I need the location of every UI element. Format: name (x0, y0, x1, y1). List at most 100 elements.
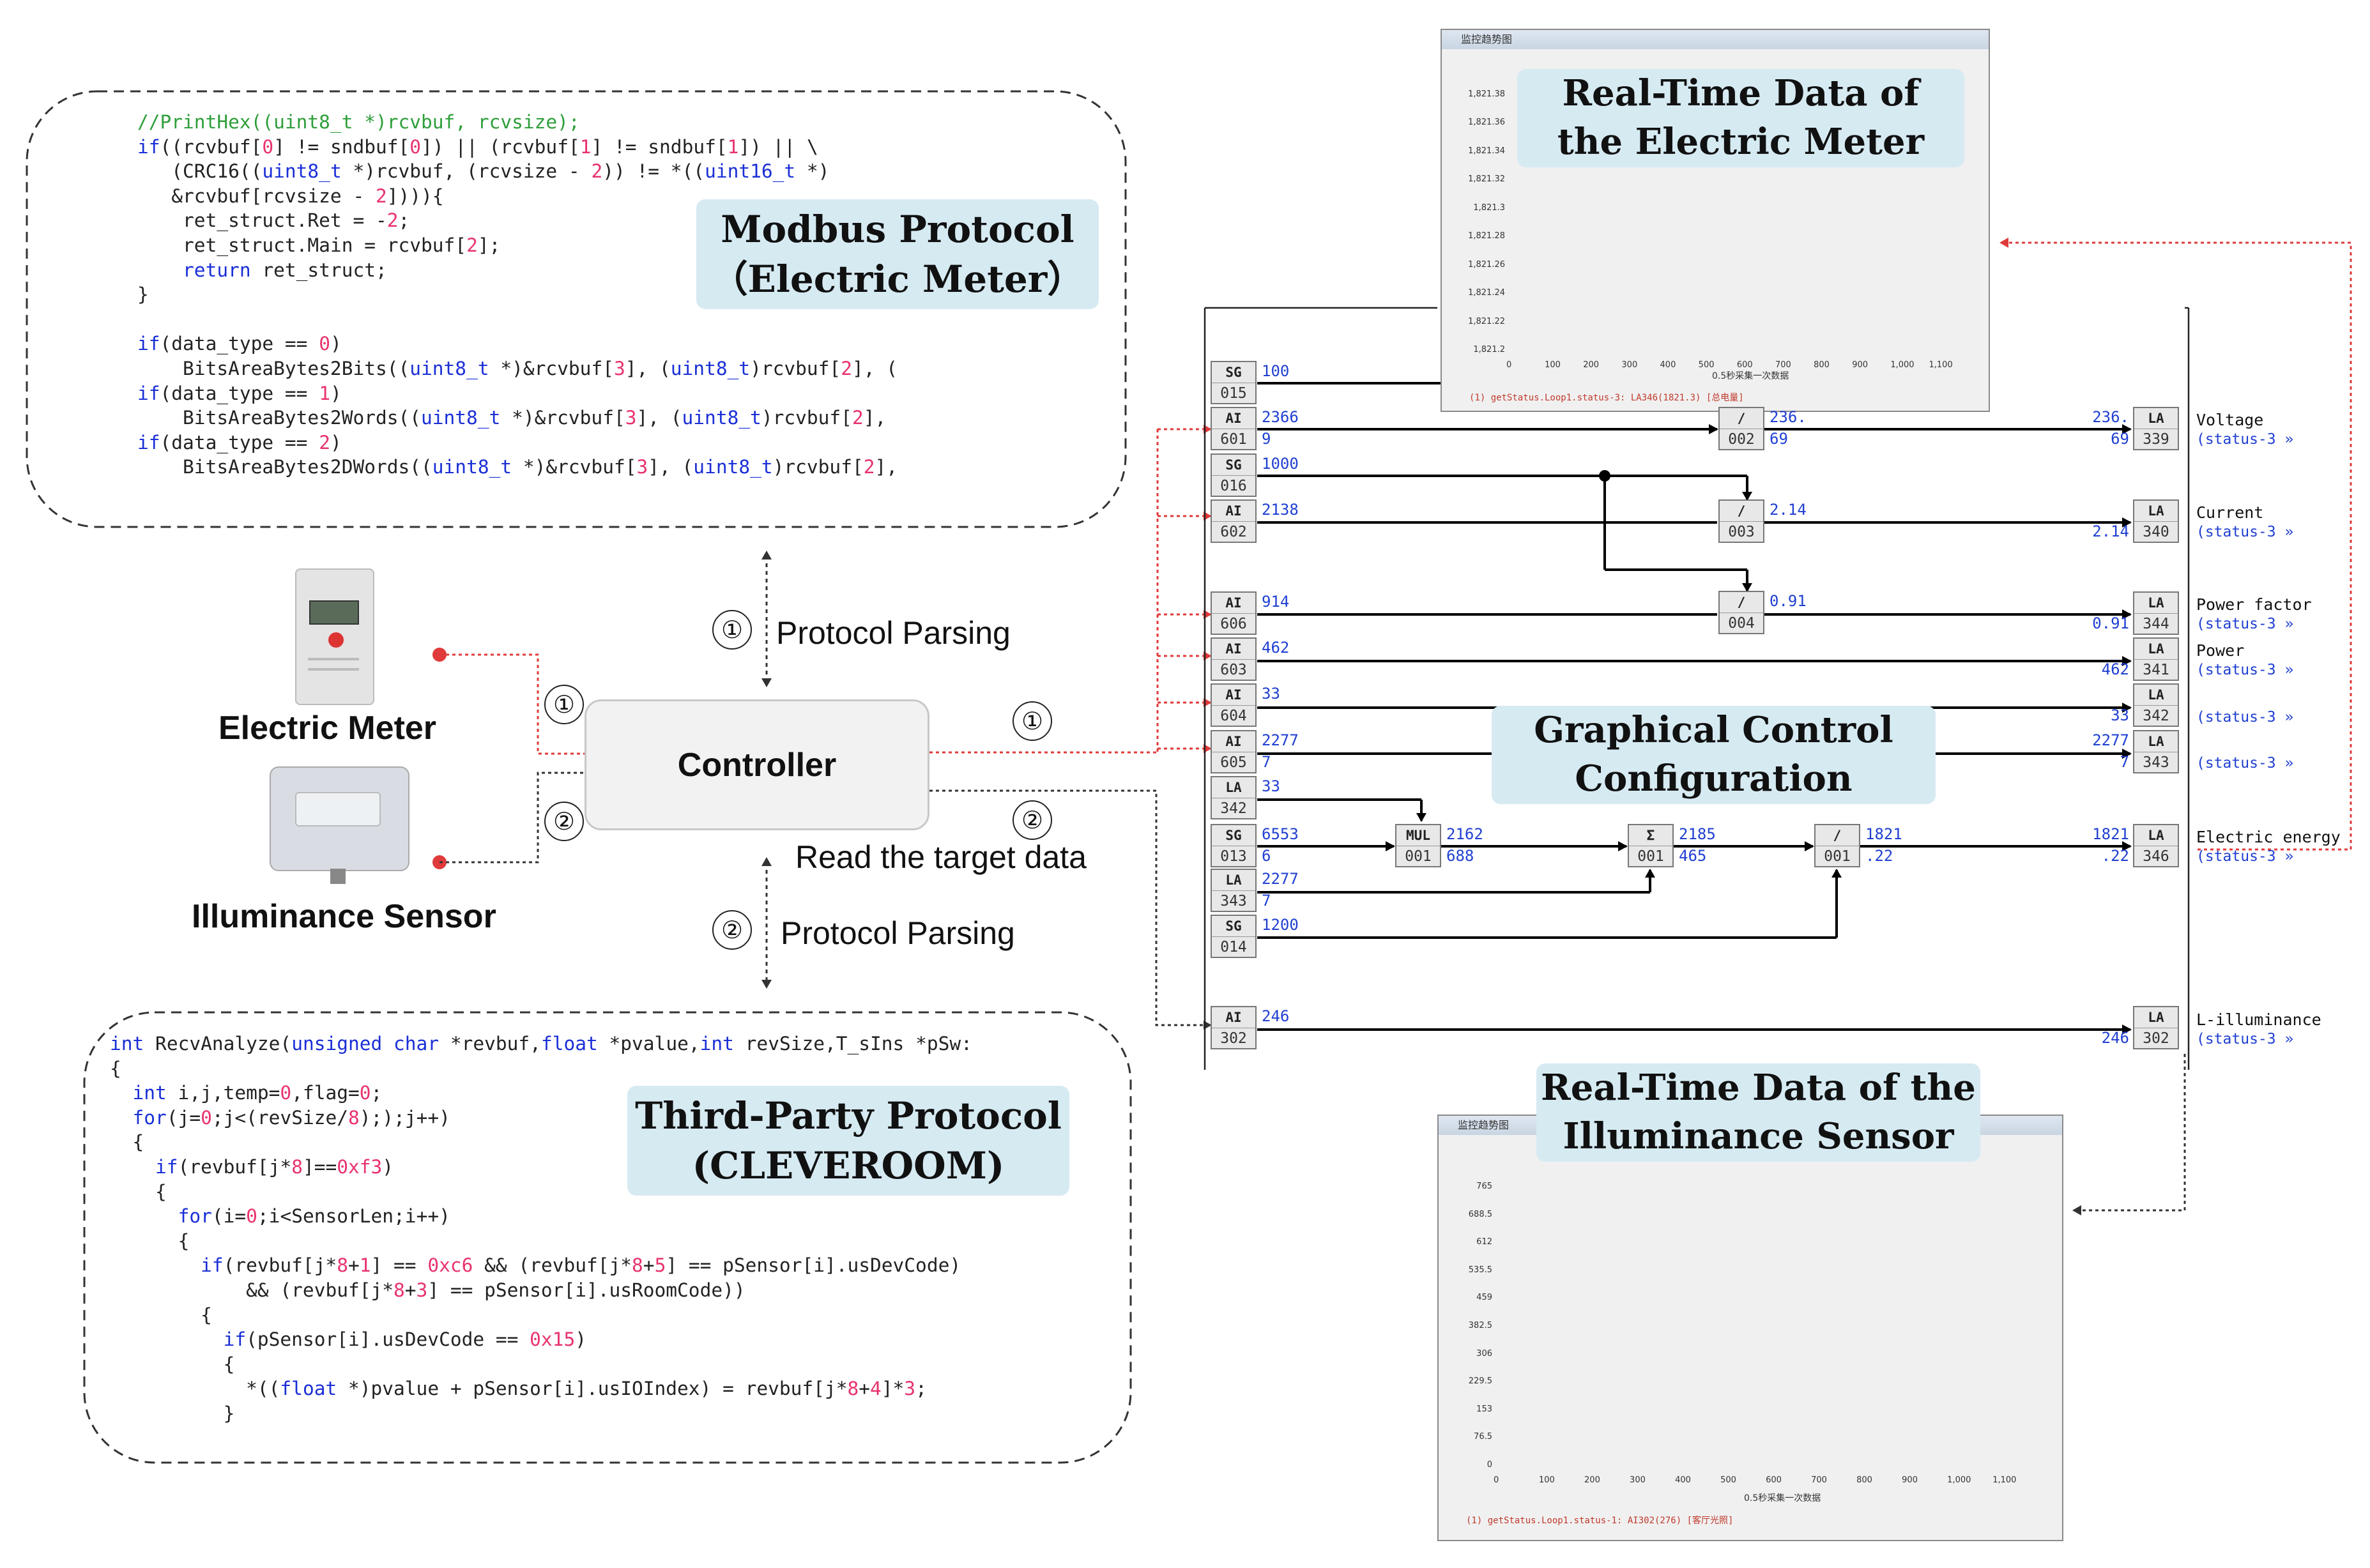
block-div003[interactable]: /003 (1718, 499, 1764, 543)
block-number: 016 (1220, 478, 1247, 494)
code-token: && (revbuf[j* (110, 1279, 394, 1301)
y-tick: 229.5 (1468, 1376, 1492, 1387)
block-type: LA (2134, 593, 2178, 614)
code-token: *pvalue, (597, 1033, 700, 1054)
code-line: if((rcvbuf[0] != sndbuf[0]) || (rcvbuf[1… (137, 135, 898, 160)
block-type: AI (1212, 593, 1255, 614)
block-la341[interactable]: LA 341 (2133, 637, 2179, 681)
arrow-head-up-1 (761, 551, 772, 559)
block-number: 604 (1220, 708, 1247, 724)
code-line: BitsAreaBytes2DWords((uint8_t *)&rcvbuf[… (137, 455, 898, 480)
code-token: uint16_t (705, 160, 796, 183)
code-token: + (404, 1279, 417, 1301)
y-tick: 1,821.26 (1468, 259, 1505, 270)
code-token: 0 (246, 1205, 257, 1228)
block-value-2: 462 (2101, 660, 2129, 678)
block-value-2: 6 (1262, 847, 1271, 865)
output-label: Voltage (status-3 » (2196, 411, 2293, 449)
output-label: Power factor (status-3 » (2196, 595, 2312, 634)
code-token: 4 (870, 1378, 882, 1400)
code-token: i,j,temp= (166, 1082, 280, 1104)
meter-link (440, 653, 585, 755)
x-tick: 300 (1630, 1475, 1646, 1485)
meter-chart-title: Real-Time Data of the Electric Meter (1517, 69, 1964, 167)
x-tick: 400 (1660, 360, 1676, 370)
code-token: ; (915, 1378, 927, 1400)
code-token: 0xf3 (337, 1155, 383, 1178)
block-value-2: 33 (2111, 706, 2129, 724)
block-number: 341 (2143, 662, 2169, 678)
output-name: Power (2196, 641, 2245, 660)
block-value: 462 (1262, 639, 1290, 657)
read-target-label: Read the target data (795, 839, 1087, 875)
block-div002[interactable]: /002 (1718, 407, 1764, 450)
code-token: 0 (359, 1082, 371, 1104)
block-ai606[interactable]: AI 606 (1211, 591, 1257, 635)
feedback-arrowhead (1999, 238, 2008, 248)
x-tick: 500 (1698, 360, 1715, 370)
block-number: 340 (2143, 524, 2169, 540)
code-line: *((float *)pvalue + pSensor[i].usIOIndex… (110, 1376, 972, 1401)
code-token: RecvAnalyze( (144, 1033, 292, 1054)
code-token: 2 (591, 160, 603, 183)
meter-chart-title-line1: Real-Time Data of (1562, 72, 1920, 114)
block-type: MUL (1396, 825, 1440, 846)
block-value: 100 (1262, 362, 1290, 380)
code-token: ]) || \ (738, 135, 818, 158)
code-token: ) (330, 431, 342, 453)
code-token: (revbuf[j* (178, 1155, 292, 1178)
block-value: 2277 (1262, 870, 1299, 888)
block-type: AI (1212, 501, 1255, 522)
code-token: ] != sndbuf[ (591, 135, 728, 158)
code-token: 3 (613, 357, 625, 379)
code-token: != *(( (625, 160, 705, 183)
code-line: { (110, 1180, 972, 1205)
block-number: 001 (1637, 848, 1664, 865)
code-token: 1 (727, 135, 739, 158)
block-value-2: .22 (1865, 847, 1893, 865)
code-token: ; (371, 1082, 383, 1104)
code-token: && (revbuf[j* (473, 1254, 632, 1277)
block-type: LA (2134, 639, 2178, 660)
meter-display (309, 600, 359, 625)
block-div004[interactable]: /004 (1718, 591, 1764, 634)
y-tick: 765 (1476, 1182, 1492, 1191)
y-tick: 688.5 (1468, 1209, 1492, 1219)
code-token: ,flag= (291, 1082, 360, 1104)
block-number: 606 (1220, 616, 1247, 632)
code-token: uint8_t (409, 357, 489, 379)
code-token: (data_type == (160, 333, 319, 355)
x-tick: 500 (1720, 1475, 1736, 1485)
code-line: &rcvbuf[rcvsize - 2]))){ (137, 184, 898, 209)
block-type: LA (2134, 825, 2178, 846)
code-token: 8 (394, 1279, 405, 1301)
block-number: 302 (1220, 1030, 1247, 1047)
cleveroom-title-line2: (CLEVEROOM) (692, 1144, 1005, 1187)
code-token: 0 (201, 1106, 212, 1129)
code-token: float (280, 1378, 337, 1400)
block-div001[interactable]: /001 (1814, 824, 1860, 867)
code-line: ret_struct.Main = rcvbuf[2]; (137, 233, 898, 258)
output-status: (status-3 » (2196, 524, 2294, 540)
